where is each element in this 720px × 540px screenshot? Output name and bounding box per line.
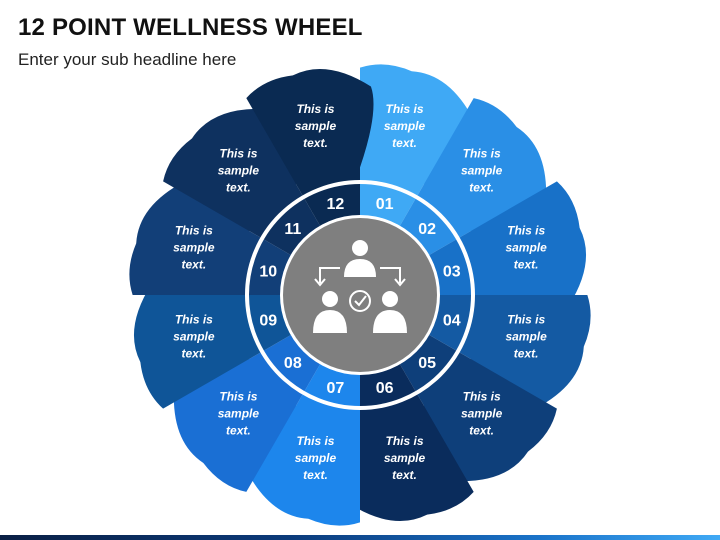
petal-text-line: text. <box>182 347 207 361</box>
petal-text-line: sample <box>384 451 426 465</box>
petal-text-line: sample <box>173 330 215 344</box>
inner-ring <box>245 180 475 410</box>
page-subtitle: Enter your sub headline here <box>18 50 237 69</box>
petal-text-line: sample <box>384 119 426 133</box>
segment-number: 03 <box>443 263 461 280</box>
segment-number: 06 <box>376 380 394 397</box>
segment-number: 02 <box>418 221 436 238</box>
segment-number: 07 <box>327 380 345 397</box>
petal-text-line: sample <box>295 119 337 133</box>
petal-text-line: This is <box>296 434 334 448</box>
petal-text-line: sample <box>295 451 337 465</box>
petal-text-line: sample <box>505 240 547 254</box>
segment-number: 10 <box>259 263 277 280</box>
segment-number: 12 <box>327 196 345 213</box>
petal-text-line: This is <box>175 313 213 327</box>
petal-text-line: This is <box>507 223 545 237</box>
petal-text-line: text. <box>226 180 251 194</box>
page-title: 12 POINT WELLNESS WHEEL <box>18 14 363 41</box>
petal-text-line: text. <box>469 424 494 438</box>
petal-text-line: sample <box>461 163 503 177</box>
petal-text-line: This is <box>296 102 334 116</box>
petal-text-line: text. <box>469 180 494 194</box>
petal-text: This is sample text. <box>173 313 215 361</box>
petal-text: This is sample text. <box>295 102 337 150</box>
petal-text: This is sample text. <box>384 434 426 482</box>
petal-text: This is sample text. <box>218 390 260 438</box>
segment-number: 11 <box>284 221 301 238</box>
petal-text: This is sample text. <box>461 146 503 194</box>
team-hierarchy-icon <box>313 240 407 333</box>
petal-text: This is sample text. <box>218 146 260 194</box>
petal-text: This is sample text. <box>384 102 426 150</box>
segment-number: 08 <box>284 355 302 372</box>
footer-accent-bar <box>0 535 720 540</box>
petal-text-line: text. <box>303 468 328 482</box>
segment-number: 01 <box>376 196 394 213</box>
petal-text: This is sample text. <box>505 313 547 361</box>
petal-text: This is sample text. <box>173 223 215 271</box>
petal-text-line: This is <box>219 390 257 404</box>
center-hub <box>283 218 437 372</box>
petal-text-line: text. <box>392 468 417 482</box>
segment-number: 05 <box>418 355 436 372</box>
petal-text-line: This is <box>463 390 501 404</box>
petal-text-line: text. <box>182 257 207 271</box>
petal-text-line: This is <box>507 313 545 327</box>
petal-text-line: sample <box>505 330 547 344</box>
petal-text-line: sample <box>218 407 260 421</box>
petal-text-line: text. <box>514 347 539 361</box>
petal-text-line: This is <box>219 146 257 160</box>
petal-text-line: This is <box>463 146 501 160</box>
petal-text-line: text. <box>514 257 539 271</box>
segment-number: 04 <box>443 313 461 330</box>
petal-text: This is sample text. <box>461 390 503 438</box>
petal-text: This is sample text. <box>295 434 337 482</box>
petal-text-line: sample <box>173 240 215 254</box>
petal-text-line: text. <box>303 136 328 150</box>
petal-text-line: sample <box>218 163 260 177</box>
petal-text-line: This is <box>386 102 424 116</box>
petal-text-line: text. <box>392 136 417 150</box>
petal-text: This is sample text. <box>505 223 547 271</box>
segment-number: 09 <box>259 313 277 330</box>
petal-text-line: This is <box>175 223 213 237</box>
petal-text-line: sample <box>461 407 503 421</box>
petal-text-line: This is <box>386 434 424 448</box>
petal-text-line: text. <box>226 424 251 438</box>
